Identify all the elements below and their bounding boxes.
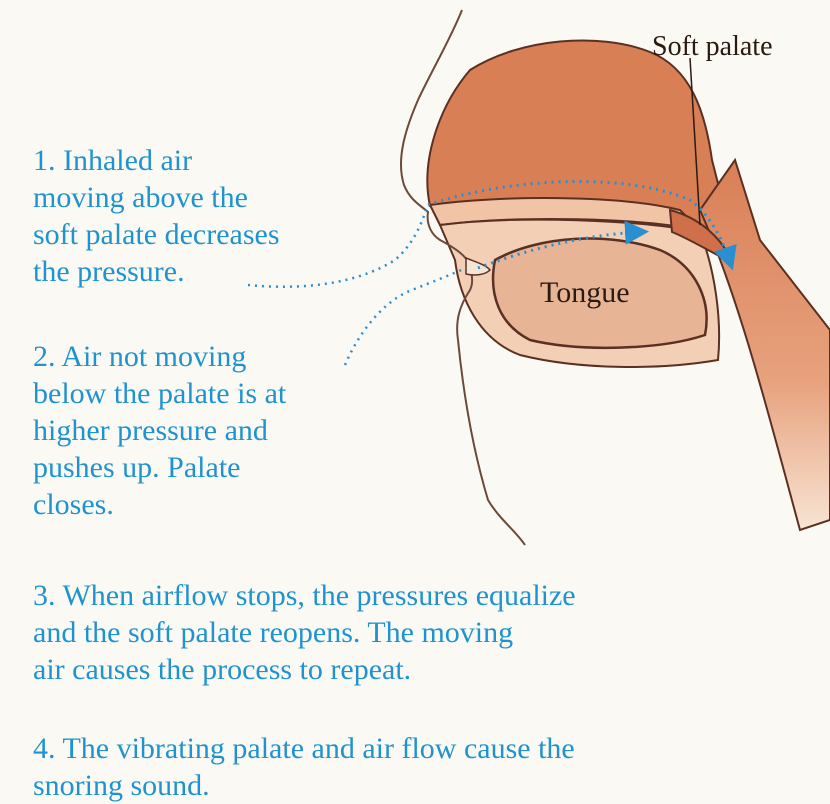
caption-step-2: 2. Air not moving below the palate is at… [33, 338, 286, 523]
soft-palate-label: Soft palate [652, 31, 773, 62]
caption-step-4: 4. The vibrating palate and air flow cau… [33, 730, 575, 804]
tongue-label: Tongue [540, 276, 630, 309]
caption-step-1: 1. Inhaled air moving above the soft pal… [33, 142, 280, 290]
leader-line-step2 [345, 268, 466, 365]
caption-step-3: 3. When airflow stops, the pressures equ… [33, 577, 576, 688]
